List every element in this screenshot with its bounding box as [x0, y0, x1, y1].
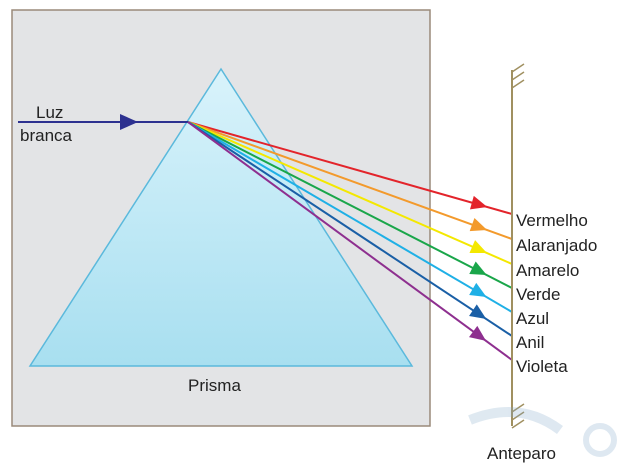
incident-ray-arrowhead: [120, 114, 138, 130]
screen-label: Anteparo: [487, 444, 556, 463]
ray-anil: [187, 121, 513, 337]
screen-hatch-mark: [511, 63, 525, 73]
ray-alaranjado: [187, 121, 513, 240]
screen-hatch-mark: [511, 411, 525, 421]
ray-arrowhead-amarelo: [469, 240, 487, 254]
screen-hatch-mark: [511, 79, 525, 89]
screen-anteparo: [511, 63, 525, 429]
ray-arrowhead-violeta: [469, 325, 487, 341]
screen-hatch-mark: [511, 419, 525, 429]
ray-arrowhead-vermelho: [469, 195, 488, 210]
screen-hatch-mark: [511, 71, 525, 81]
light-label-line2: branca: [20, 126, 73, 145]
ray-arrowhead-verde: [469, 261, 487, 276]
light-label-line1: Luz: [36, 103, 63, 122]
ray-arrowhead-anil: [469, 304, 487, 320]
ray-arrowhead-azul: [469, 282, 487, 298]
spectrum-label-vermelho: Vermelho: [516, 211, 588, 230]
spectrum-labels: VermelhoAlaranjadoAmareloVerdeAzulAnilVi…: [516, 211, 597, 376]
prism-label: Prisma: [188, 376, 241, 395]
ray-verde: [187, 121, 513, 289]
watermark-logo: [468, 407, 617, 457]
spectrum-label-verde: Verde: [516, 285, 560, 304]
spectrum-label-anil: Anil: [516, 333, 544, 352]
spectrum-label-alaranjado: Alaranjado: [516, 236, 597, 255]
spectrum-label-violeta: Violeta: [516, 357, 568, 376]
screen-hatch-mark: [511, 403, 525, 413]
ray-vermelho: [187, 121, 513, 215]
spectrum-label-amarelo: Amarelo: [516, 261, 579, 280]
ray-violeta: [187, 121, 513, 361]
spectrum-label-azul: Azul: [516, 309, 549, 328]
ray-azul: [187, 121, 513, 313]
dispersed-rays: [187, 121, 513, 361]
ray-amarelo: [187, 121, 513, 265]
ray-arrowhead-alaranjado: [469, 217, 488, 232]
